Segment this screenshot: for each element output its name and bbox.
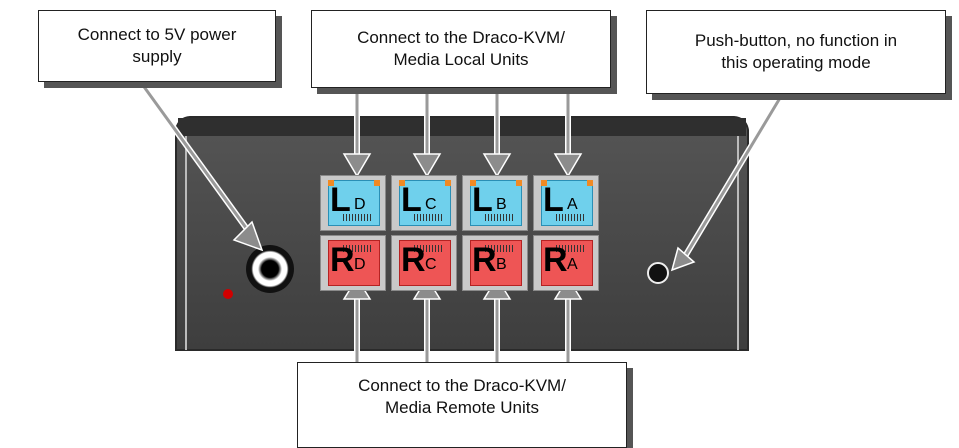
rj45-jack-icon [399, 180, 451, 226]
push-button-icon [647, 262, 669, 284]
callout-arrowheads [232, 153, 696, 300]
device-front-panel [175, 116, 749, 351]
port-letter: L [401, 181, 422, 219]
callout-remote-units-text: Connect to the Draco-KVM/ Media Remote U… [358, 376, 566, 417]
port-local-d: L D [320, 175, 386, 231]
rj45-jack-icon [399, 240, 451, 286]
port-subscript: A [567, 256, 578, 273]
port-remote-d: R D [320, 235, 386, 291]
callout-power-supply-text: Connect to 5V power supply [77, 25, 237, 66]
port-subscript: B [496, 256, 507, 273]
port-letter: R [401, 241, 426, 279]
callout-local-units-text: Connect to the Draco-KVM/ Media Local Un… [357, 28, 565, 69]
callout-remote-units: Connect to the Draco-KVM/ Media Remote U… [297, 362, 627, 448]
arrowhead-local-c [412, 153, 442, 178]
port-subscript: D [354, 256, 366, 273]
port-subscript: A [567, 196, 578, 213]
rj45-jack-icon [541, 240, 593, 286]
arrowhead-push-button [670, 246, 696, 272]
port-letter: R [330, 241, 355, 279]
port-local-b: L B [462, 175, 528, 231]
power-led-icon [223, 289, 233, 299]
port-subscript: B [496, 196, 507, 213]
arrowhead-local-b [482, 153, 512, 178]
port-subscript: C [425, 196, 437, 213]
power-jack-icon [246, 245, 294, 293]
port-subscript: D [354, 196, 366, 213]
callout-push-button: Push-button, no function in this operati… [646, 10, 946, 94]
port-letter: R [472, 241, 497, 279]
port-letter: R [543, 241, 568, 279]
port-remote-b: R B [462, 235, 528, 291]
port-local-c: L C [391, 175, 457, 231]
callout-power-supply: Connect to 5V power supply [38, 10, 276, 82]
callout-push-button-text: Push-button, no function in this operati… [694, 31, 898, 72]
port-remote-a: R A [533, 235, 599, 291]
callout-lines [139, 82, 783, 366]
device-top-lip [178, 118, 746, 136]
callout-local-units: Connect to the Draco-KVM/ Media Local Un… [311, 10, 611, 88]
arrowhead-local-d [342, 153, 372, 178]
rj45-jack-icon [328, 180, 380, 226]
arrowhead-local-a [553, 153, 583, 178]
port-subscript: C [425, 256, 437, 273]
rj45-jack-icon [541, 180, 593, 226]
rj45-jack-icon [470, 240, 522, 286]
port-local-a: L A [533, 175, 599, 231]
port-remote-c: R C [391, 235, 457, 291]
arrowhead-power [232, 220, 264, 252]
rj45-jack-icon [470, 180, 522, 226]
port-letter: L [330, 181, 351, 219]
port-letter: L [543, 181, 564, 219]
port-letter: L [472, 181, 493, 219]
rj45-jack-icon [328, 240, 380, 286]
